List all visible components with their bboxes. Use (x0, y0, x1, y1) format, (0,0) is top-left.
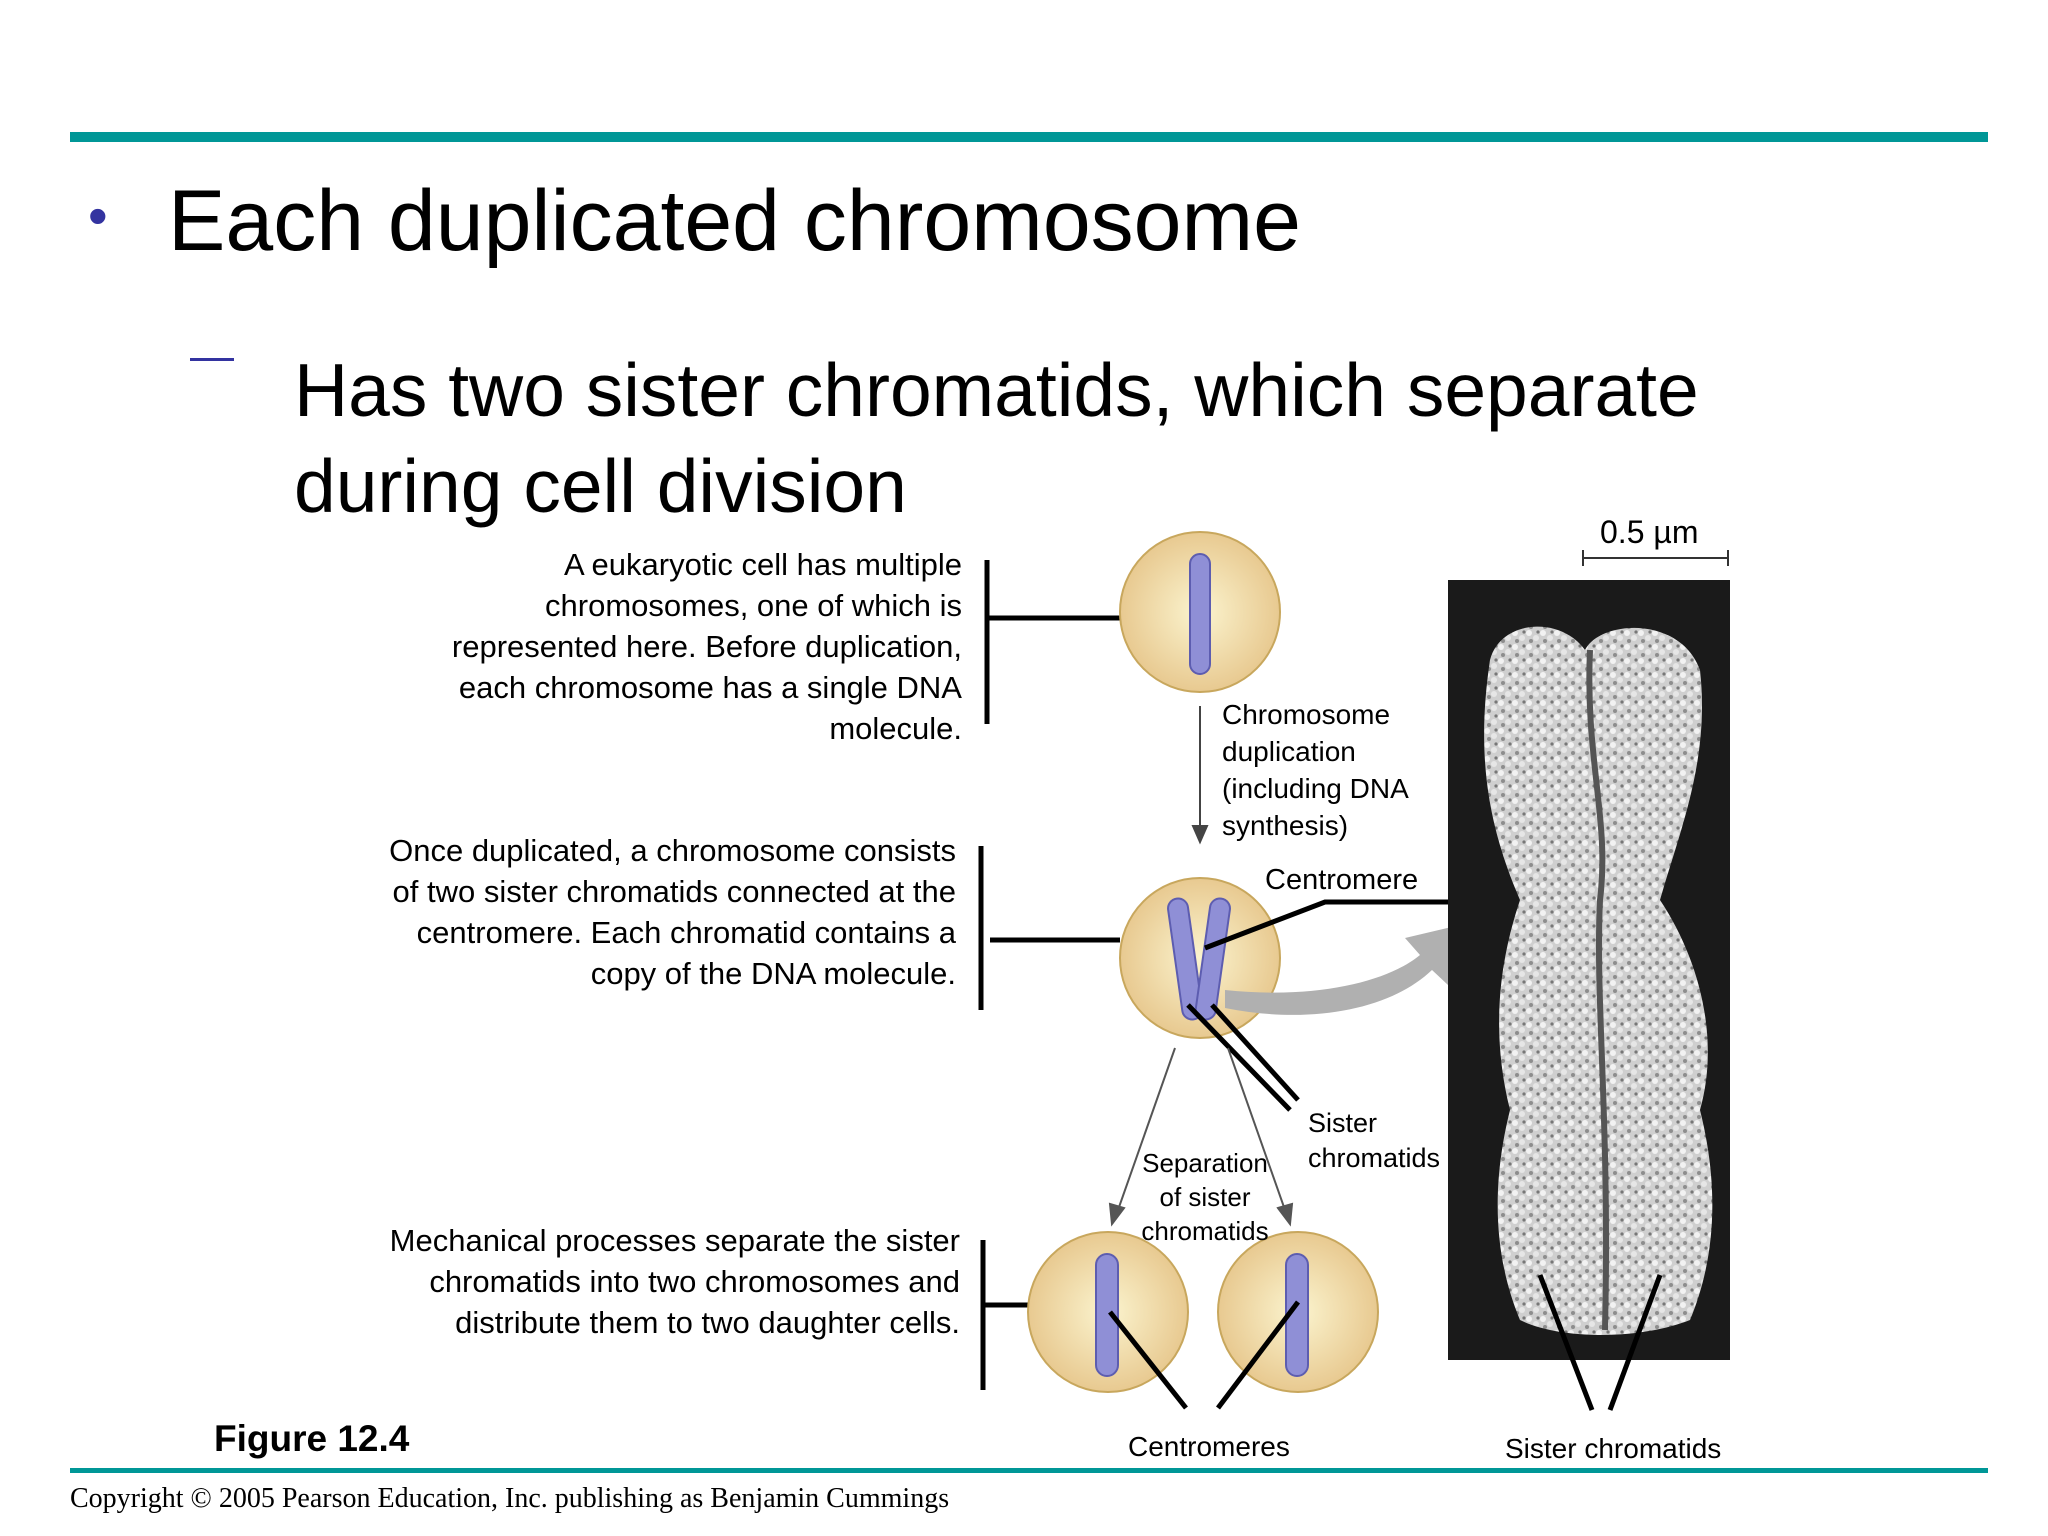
sister-chromatids-bottom-leaders (1537, 1274, 1663, 1411)
bullet-marker: • (88, 184, 108, 247)
daughter-cell-left (1027, 1231, 1189, 1393)
scale-bar-label: 0.5 µm (1600, 514, 1699, 550)
cell-before-duplication (1119, 531, 1281, 693)
centromeres-leaders (1108, 1300, 1300, 1410)
slide-title: Each duplicated chromosome (168, 173, 1301, 269)
sister-chromatids-leaders (1186, 1003, 1300, 1112)
top-rule (70, 132, 1988, 142)
bottom-rule (70, 1468, 1988, 1473)
label-centromere: Centromere (1265, 864, 1419, 896)
label-centromeres: Centromeres (1128, 1431, 1290, 1462)
figure-number: Figure 12.4 (214, 1418, 410, 1459)
sub-bullet-dash (190, 358, 234, 361)
duplication-arrow (1191, 706, 1209, 845)
copyright-text: Copyright © 2005 Pearson Education, Inc.… (70, 1483, 950, 1514)
label-sister-chromatids: Sister chromatids (1308, 1108, 1441, 1173)
scale-bar (1582, 550, 1729, 566)
label-sister-chromatids-micrograph: Sister chromatids (1505, 1433, 1722, 1464)
caption-before-duplication: A eukaryotic cell has multiple chromosom… (451, 547, 962, 746)
daughter-cell-right (1217, 1231, 1379, 1393)
label-separation: Separation of sister chromatids (1141, 1148, 1269, 1246)
zoom-arrow (1225, 925, 1460, 1015)
slide-subpoint: Has two sister chromatids, which separat… (294, 348, 1699, 528)
micrograph (1448, 580, 1730, 1360)
caption-duplicated: Once duplicated, a chromosome consists o… (389, 833, 956, 991)
caption-brackets (978, 560, 1122, 1390)
label-duplication: Chromosome duplication (including DNA sy… (1222, 699, 1408, 841)
separation-arrows (1108, 1047, 1294, 1227)
caption-separation: Mechanical processes separate the sister… (389, 1223, 960, 1340)
